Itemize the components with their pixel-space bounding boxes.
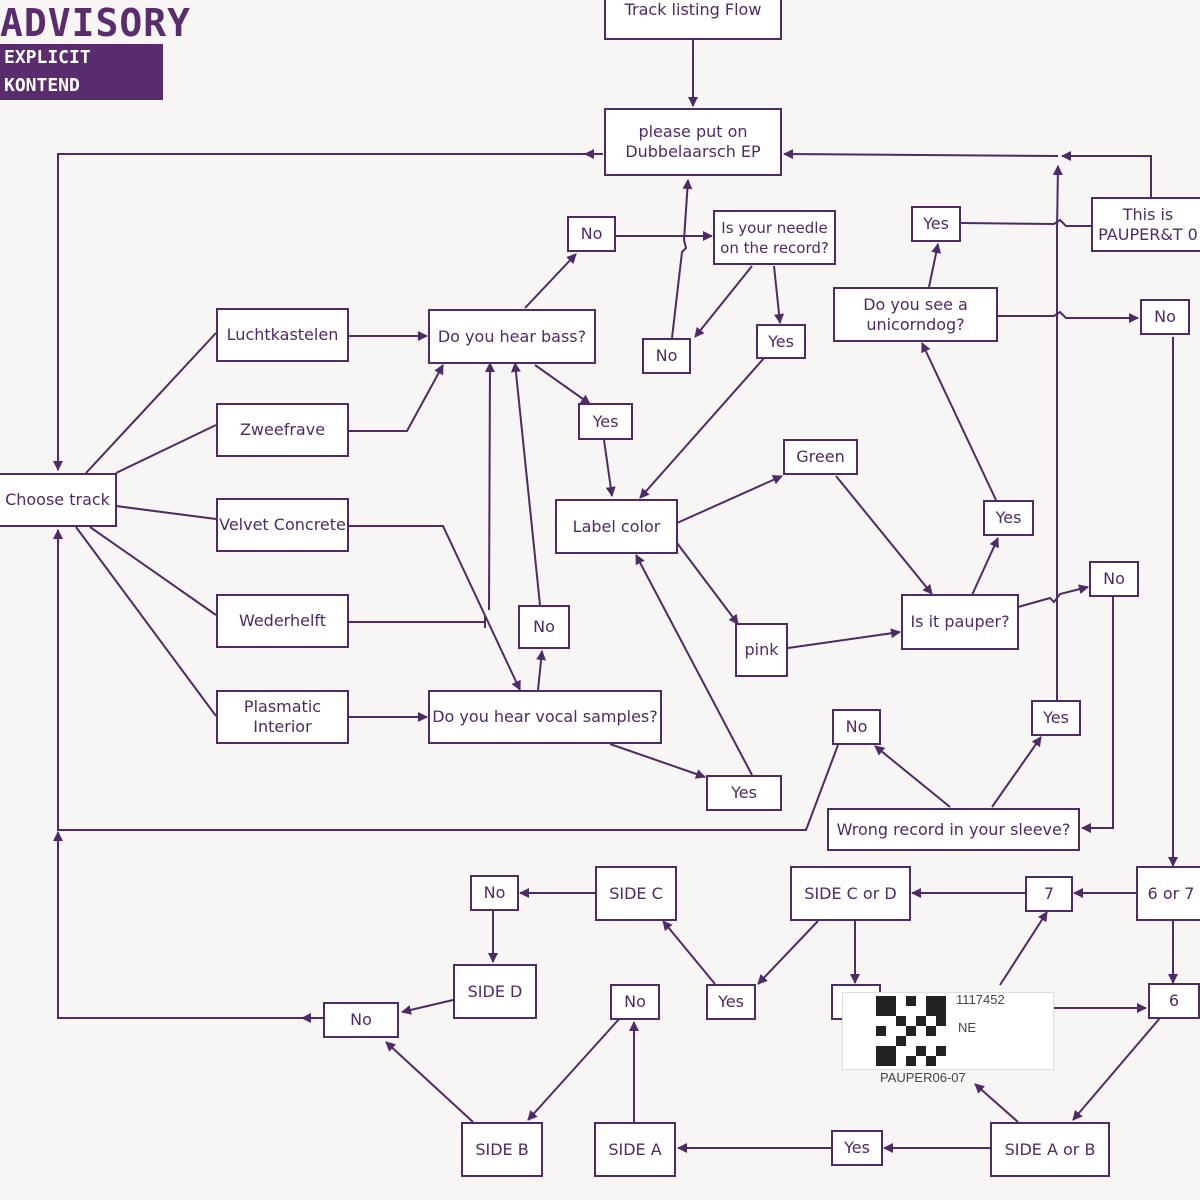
this-is-pauper-node: This is PAUPER&T 0 [1091, 197, 1200, 252]
yes-pauper-node: Yes [983, 500, 1034, 536]
yes-wrong-node: Yes [1031, 700, 1081, 736]
track-wederhelft: Wederhelft [216, 594, 349, 648]
side-d-node: SIDE D [453, 964, 537, 1019]
yes-cd-node: Yes [706, 984, 756, 1020]
advisory-subtitle: EXPLICIT KONTEND [0, 44, 163, 100]
sticker-number: 1117452 [956, 992, 1005, 1007]
title-node: Track listing Flow [604, 0, 782, 40]
no-needle-top-node: No [567, 216, 616, 252]
choose-track-node: Choose track [0, 473, 117, 527]
track-zweefrave: Zweefrave [216, 403, 349, 457]
green-node: Green [783, 439, 858, 475]
unicorndog-question-node: Do you see a unicorndog? [833, 287, 998, 342]
no-side-c-node: No [470, 875, 519, 911]
needle-question-node: Is your needle on the record? [713, 210, 836, 265]
barcode-sticker [842, 992, 1054, 1070]
side-b-node: SIDE B [461, 1122, 543, 1177]
advisory-logo: ADVISORY EXPLICIT KONTEND [0, 1, 192, 100]
six-or-seven-node: 6 or 7 [1136, 866, 1200, 921]
no-side-d-node: No [323, 1002, 399, 1038]
pink-node: pink [735, 623, 788, 677]
yes-needle-node: Yes [756, 324, 806, 359]
yes-unicorndog-node: Yes [911, 206, 961, 242]
no-wrong-node: No [832, 709, 881, 745]
label-color-node: Label color [555, 499, 678, 554]
side-c-or-d-node: SIDE C or D [790, 866, 911, 921]
track-plasmatic-interior: Plasmatic Interior [216, 690, 349, 744]
yes-ab-node: Yes [831, 1130, 883, 1166]
advisory-title: ADVISORY [0, 1, 192, 45]
no-vocal-node: No [518, 605, 570, 649]
no-side-a-node: No [610, 984, 660, 1020]
qr-code-icon [876, 996, 946, 1066]
wrong-record-question-node: Wrong record in your sleeve? [827, 808, 1080, 851]
side-a-or-b-node: SIDE A or B [990, 1122, 1110, 1177]
vocal-question-node: Do you hear vocal samples? [428, 690, 662, 744]
no-unicorndog-node: No [1140, 299, 1190, 335]
no-pauper-node: No [1089, 561, 1139, 597]
seven-node: 7 [1025, 876, 1073, 912]
put-on-node: please put on Dubbelaarsch EP [604, 108, 782, 176]
track-luchtkastelen: Luchtkastelen [216, 308, 349, 362]
yes-vocal-node: Yes [706, 775, 782, 811]
sticker-code: NE [958, 1020, 977, 1035]
catalog-number: PAUPER06-07 [880, 1070, 966, 1085]
no-needle-node: No [642, 338, 691, 374]
track-velvet-concrete: Velvet Concrete [216, 498, 349, 552]
side-c-node: SIDE C [595, 866, 677, 921]
pauper-question-node: Is it pauper? [901, 594, 1019, 650]
six-node: 6 [1148, 983, 1200, 1019]
bass-question-node: Do you hear bass? [428, 309, 596, 364]
side-a-node: SIDE A [594, 1122, 676, 1177]
yes-bass-node: Yes [578, 403, 633, 440]
